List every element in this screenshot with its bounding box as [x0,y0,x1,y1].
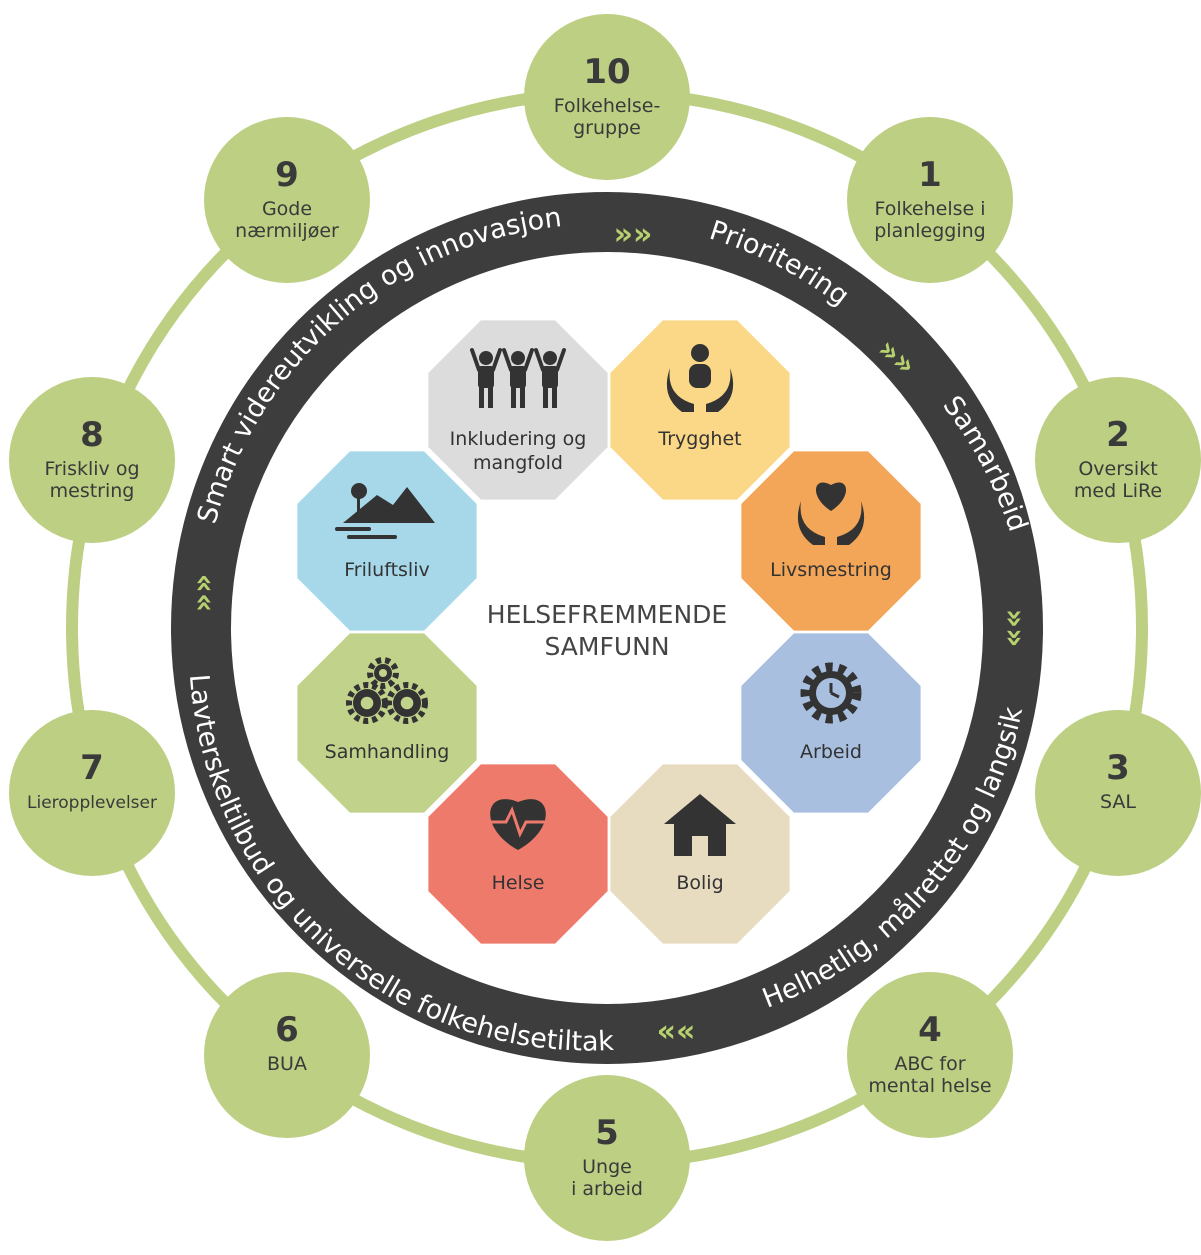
focus-area-6: Samhandling [297,633,477,813]
outer-item-circle [9,377,175,543]
gears-icon [346,657,428,724]
focus-area-label: Bolig [676,872,723,894]
outer-item-label: gruppe [573,117,641,139]
outer-item-label: ABC for [894,1053,965,1075]
focus-area-octagon [741,451,921,631]
focus-area-label: Friluftsliv [344,559,429,581]
focus-areas: Inkludering ogmangfoldTrygghetLivsmestri… [297,320,921,944]
outer-item-circle [1035,377,1201,543]
heart-pulse-icon [486,799,548,850]
landscape-icon [335,483,435,539]
house-icon [664,794,736,856]
focus-area-7: Friluftsliv [297,451,477,631]
focus-area-octagon [428,764,608,944]
outer-item-number: 2 [1106,415,1130,455]
outer-item-label: Friskliv og [44,458,139,480]
people-icon [470,348,566,408]
outer-item-label: Folkehelse i [874,198,985,220]
outer-item-circle [847,117,1013,283]
focus-area-label: Helse [492,872,545,894]
focus-area-1: Trygghet [610,320,790,500]
focus-area-label: Samhandling [325,741,450,763]
outer-item-label: Unge [582,1156,632,1178]
center-title-line1: HELSEFREMMENDE [487,600,727,629]
chevron-bottom: «« [657,1014,696,1049]
focus-area-label: Livsmestring [770,559,892,581]
outer-item-number: 4 [918,1010,942,1050]
outer-item-circle [524,1075,690,1241]
outer-item-label: SAL [1100,791,1136,813]
outer-item-number: 5 [595,1113,619,1153]
outer-item-number: 6 [275,1010,299,1050]
focus-area-5: Helse [428,764,608,944]
focus-area-label: Trygghet [657,428,741,450]
outer-item-label: i arbeid [571,1178,643,1200]
focus-area-label: mangfold [473,452,563,474]
center-title-line2: SAMFUNN [544,632,669,661]
outer-item-label: Lieropplevelser [27,793,157,813]
outer-item-label: med LiRe [1074,480,1162,502]
chevron-top: »» [614,217,653,252]
outer-item-label: Folkehelse- [554,95,661,117]
gear-clock-icon [800,662,862,724]
outer-item-label: BUA [267,1053,307,1075]
focus-area-octagon [610,320,790,500]
outer-item-circle [1035,710,1201,876]
focus-area-octagon [428,320,608,500]
chevron-left: «« [187,574,222,613]
outer-item-label: mental helse [868,1075,991,1097]
focus-area-label: Inkludering og [450,428,587,450]
focus-area-octagon [297,451,477,631]
outer-item-circle [204,117,370,283]
outer-item-label: Oversikt [1078,458,1157,480]
outer-item-label: mestring [50,480,135,502]
focus-area-octagon [297,633,477,813]
focus-area-2: Livsmestring [741,451,921,631]
focus-area-4: Bolig [610,764,790,944]
outer-item-number: 7 [80,748,104,788]
outer-item-label: nærmiljøer [235,220,339,242]
chevron-right: »» [997,609,1032,648]
outer-item-label: planlegging [874,220,986,242]
outer-item-label: Gode [262,198,312,220]
outer-item-circle [204,972,370,1138]
focus-area-label: Arbeid [800,741,862,763]
outer-item-circle [847,972,1013,1138]
heart-hands-icon [797,482,865,545]
outer-item-circle [9,710,175,876]
focus-area-3: Arbeid [741,633,921,813]
outer-item-number: 9 [275,155,299,195]
outer-item-number: 8 [80,415,104,455]
person-hands-icon [666,344,734,412]
outer-item-number: 10 [583,52,630,92]
outer-item-number: 3 [1106,748,1130,788]
principles-ring [171,192,1043,1064]
outer-item-circle [524,14,690,180]
outer-item-number: 1 [918,155,942,195]
